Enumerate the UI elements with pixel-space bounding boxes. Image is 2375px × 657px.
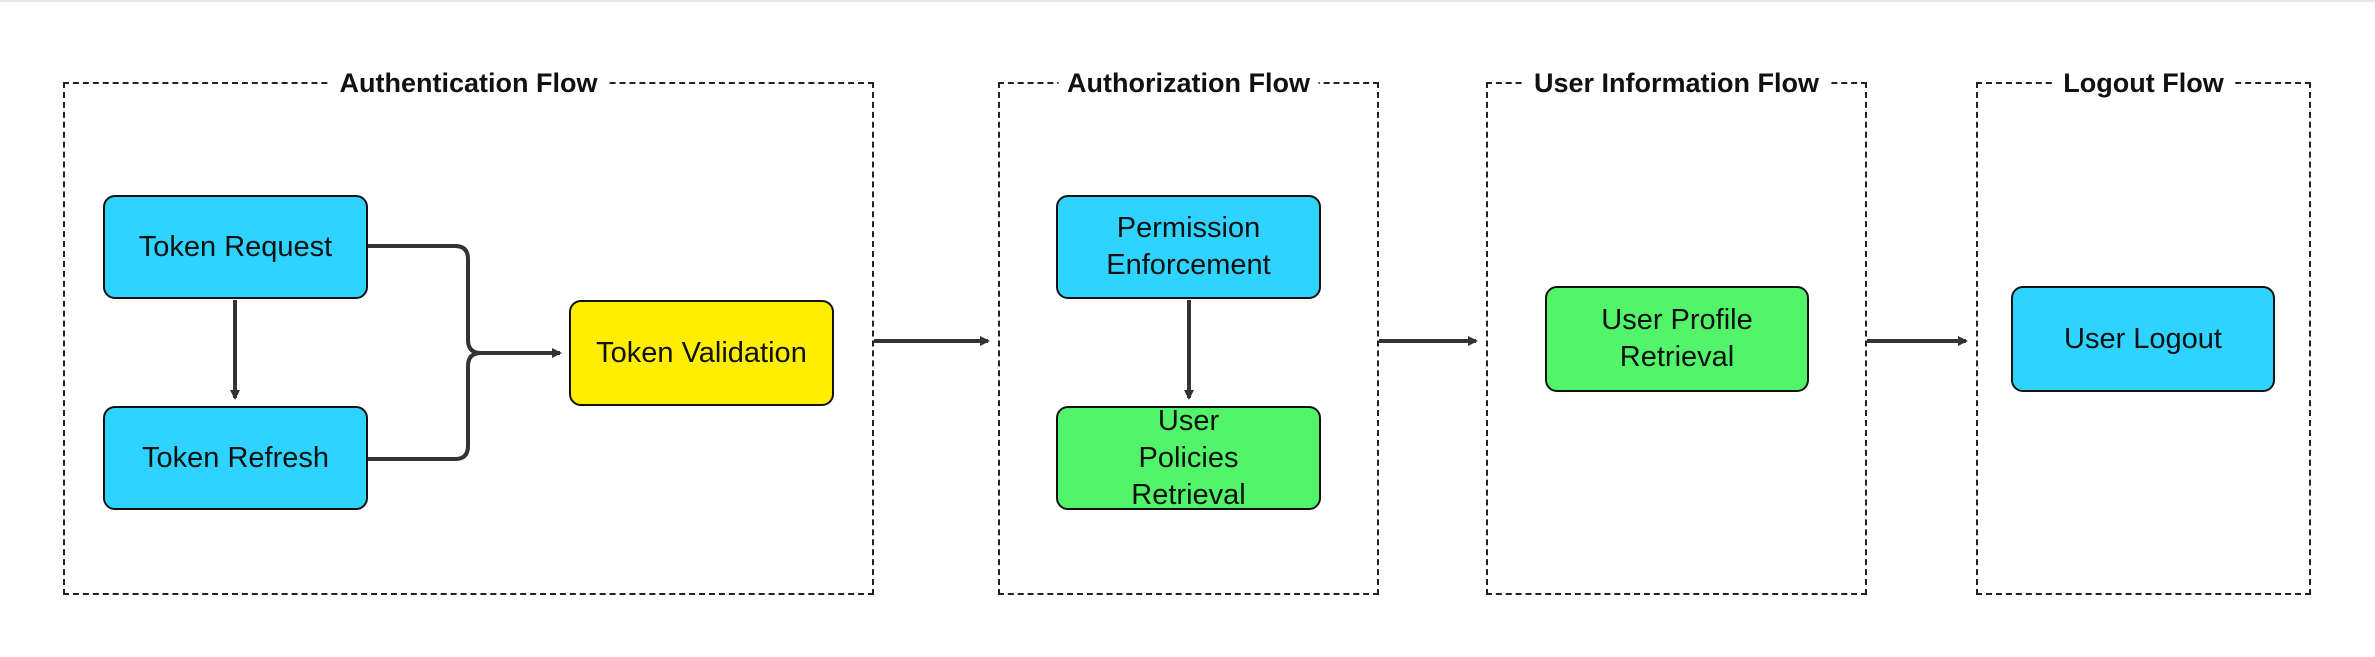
top-border-line [0,0,2375,2]
logout-flow-title: Logout Flow [2054,66,2233,100]
user-logout-node[interactable]: User Logout [2011,286,2275,392]
token-refresh-node[interactable]: Token Refresh [103,406,368,510]
logout-flow-group: Logout Flow [1976,66,2311,595]
authentication-flow-title: Authentication Flow [330,66,607,100]
authorization-flow-group: Authorization Flow [998,66,1379,595]
permission-enforcement-label: Permission Enforcement [1106,212,1271,281]
user-policies-retrieval-node[interactable]: User Policies Retrieval [1056,405,1321,511]
token-request-node[interactable]: Token Request [103,195,368,299]
user-profile-retrieval-node[interactable]: User Profile Retrieval [1545,286,1809,392]
token-validation-node[interactable]: Token Validation [569,300,834,406]
user-policies-retrieval-label: User Policies Retrieval [1131,404,1246,511]
permission-enforcement-node[interactable]: Permission Enforcement [1056,195,1321,299]
edge-token-refresh-to-token-validation [367,351,482,461]
authentication-flow-group: Authentication Flow [63,66,874,595]
user-information-flow-title: User Information Flow [1524,66,1829,100]
user-profile-retrieval-label: User Profile Retrieval [1601,304,1753,373]
user-information-flow-group: User Information Flow [1486,66,1867,595]
user-logout-label: User Logout [2064,322,2222,355]
token-request-label: Token Request [138,230,333,263]
authorization-flow-title: Authorization Flow [1058,66,1319,100]
token-refresh-label: Token Refresh [142,441,329,474]
token-validation-label: Token Validation [596,336,807,369]
